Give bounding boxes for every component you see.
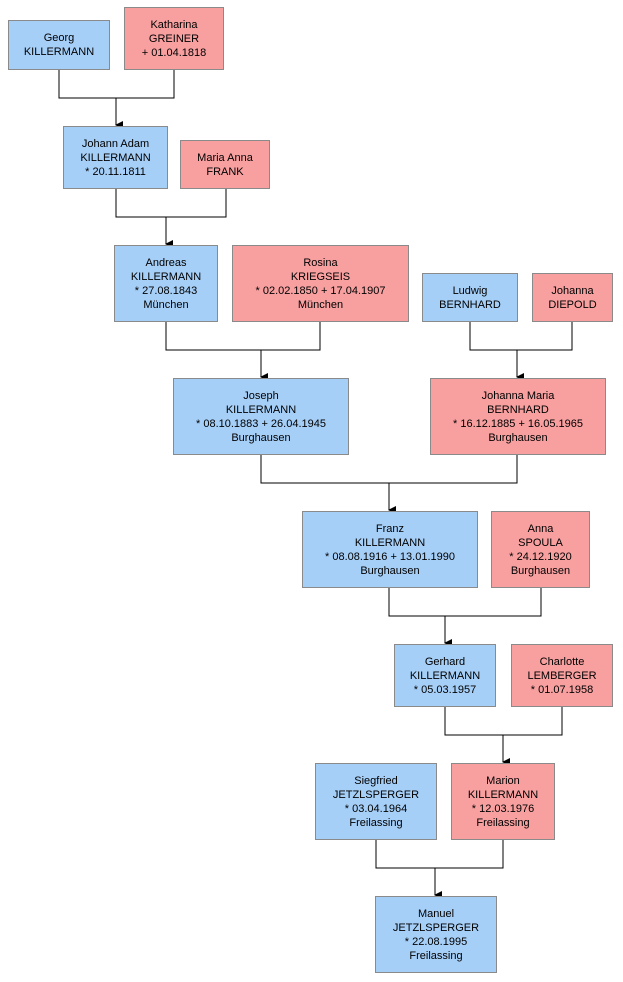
given-name: Rosina — [303, 256, 338, 269]
given-name: Ludwig — [452, 284, 488, 297]
life-data-line: * 05.03.1957 — [413, 683, 477, 696]
given-name: Johanna Maria — [481, 389, 555, 402]
surname: JETZLSPERGER — [332, 788, 420, 801]
surname: DIEPOLD — [548, 298, 597, 311]
connector-gerhard-charlotte — [444, 707, 563, 736]
surname: LEMBERGER — [527, 669, 597, 682]
surname: JETZLSPERGER — [392, 921, 480, 934]
surname: KILLERMANN — [23, 46, 95, 58]
surname: KILLERMANN — [80, 151, 151, 164]
life-data-line: Burghausen — [510, 564, 571, 577]
life-data-line: Burghausen — [488, 431, 548, 444]
given-name: Katharina — [150, 18, 198, 31]
surname: SPOULA — [518, 536, 563, 549]
connector-siegfried-marion — [375, 840, 504, 869]
given-name: Georg — [43, 32, 75, 44]
life-data-line: Freilassing — [409, 949, 463, 962]
life-data-line: * 24.12.1920 — [509, 550, 572, 563]
surname: GREINER — [148, 32, 200, 45]
life-data-line: * 12.03.1976 — [471, 802, 535, 815]
given-name: Anna — [527, 522, 554, 535]
surname: KILLERMANN — [130, 270, 202, 283]
given-name: Marion — [486, 774, 520, 787]
life-data-line: * 08.08.1916 + 13.01.1990 — [325, 550, 455, 563]
given-name: Siegfried — [354, 774, 398, 787]
connector-franz-anna — [388, 588, 542, 617]
surname: KRIEGSEIS — [290, 270, 351, 283]
given-name: Johanna — [551, 284, 594, 297]
life-data-line: München — [143, 298, 189, 311]
life-data-line: * 27.08.1843 — [134, 284, 198, 297]
surname: BERNHARD — [439, 298, 501, 311]
connector-andreas-rosina — [165, 322, 321, 351]
life-data-line: Burghausen — [231, 431, 291, 444]
surname: KILLERMANN — [467, 788, 539, 801]
life-data-line: * 02.02.1850 + 17.04.1907 — [255, 284, 386, 297]
life-data-line: München — [297, 298, 344, 311]
given-name: Johann Adam — [81, 137, 150, 150]
life-data-line: Freilassing — [349, 816, 403, 829]
connector-joseph-johanna-maria — [260, 455, 518, 484]
life-data-line: * 08.10.1883 + 26.04.1945 — [196, 417, 326, 430]
given-name: Joseph — [243, 389, 279, 402]
life-data-line: * 16.12.1885 + 16.05.1965 — [453, 417, 583, 430]
surname: FRANK — [206, 165, 244, 178]
connector-ludwig-johanna — [469, 322, 573, 351]
life-data-line: * 22.08.1995 — [404, 935, 468, 948]
life-data-line: * 03.04.1964 — [344, 802, 408, 815]
life-data-line: Burghausen — [360, 564, 420, 577]
given-name: Manuel — [417, 907, 455, 920]
given-name: Franz — [375, 522, 405, 535]
given-name: Maria Anna — [197, 151, 253, 164]
connector-johann-maria — [115, 189, 227, 218]
life-data-line: * 20.11.1811 — [85, 165, 146, 178]
given-name: Charlotte — [539, 655, 585, 668]
given-name: Andreas — [145, 256, 187, 269]
surname: BERNHARD — [487, 403, 549, 416]
surname: KILLERMANN — [354, 536, 426, 549]
connector-georg-katharina — [58, 70, 175, 99]
life-data-line: * 01.07.1958 — [530, 683, 594, 696]
surname: KILLERMANN — [225, 403, 297, 416]
life-data-line: Freilassing — [476, 816, 530, 829]
given-name: Gerhard — [424, 655, 466, 668]
life-data-line: + 01.04.1818 — [141, 46, 207, 59]
surname: KILLERMANN — [409, 669, 481, 682]
